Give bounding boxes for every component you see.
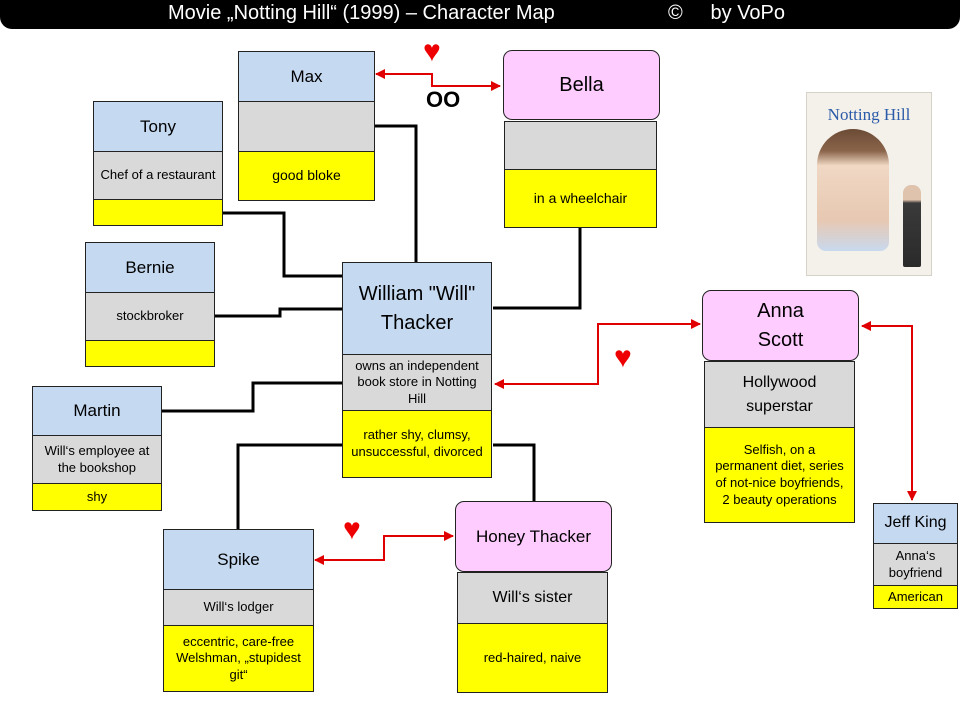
- wedding-rings-icon: OO: [426, 87, 461, 112]
- character-role-martin: Will‘s employee at the bookshop: [32, 435, 162, 484]
- character-role-spike: Will‘s lodger: [163, 589, 314, 626]
- character-role-jeff: Anna‘s boyfriend: [873, 543, 958, 586]
- character-name-jeff: Jeff King: [873, 503, 958, 544]
- character-role-honey: Will‘s sister: [457, 572, 608, 624]
- romance-will-anna: [494, 319, 701, 389]
- character-name-anna: Anna Scott: [702, 290, 859, 361]
- character-role-max: [238, 101, 375, 152]
- link-max-will: [374, 124, 418, 262]
- character-role-will: owns an independent book store in Nottin…: [342, 354, 492, 411]
- character-traits-jeff: American: [873, 585, 958, 609]
- heart-icon-spike-honey: ♥: [343, 513, 361, 546]
- character-role-tony: Chef of a restaurant: [93, 151, 223, 200]
- character-traits-honey: red-haired, naive: [457, 623, 608, 693]
- character-name-will: William "Will" Thacker: [342, 262, 492, 355]
- character-name-tony: Tony: [93, 101, 223, 152]
- character-name-bella: Bella: [503, 50, 660, 120]
- link-tony-will: [223, 211, 342, 278]
- character-traits-tony: [93, 199, 223, 226]
- link-bella-will: [493, 228, 582, 310]
- romance-max-bella: [375, 69, 501, 91]
- character-traits-will: rather shy, clumsy, unsuccessful, divorc…: [342, 410, 492, 478]
- character-traits-bella: in a wheelchair: [504, 169, 657, 228]
- character-traits-anna: Selfish, on a permanent diet, series of …: [704, 427, 855, 523]
- movie-poster-image: Notting Hill: [806, 92, 932, 276]
- poster-figure: [903, 185, 921, 267]
- character-name-martin: Martin: [32, 386, 162, 436]
- poster-portrait: [817, 129, 889, 251]
- heart-icon-max-bella: ♥: [423, 35, 441, 68]
- character-traits-spike: eccentric, care-free Welshman, „stupides…: [163, 625, 314, 692]
- character-role-bella: [504, 121, 657, 170]
- character-traits-martin: shy: [32, 483, 162, 511]
- character-name-max: Max: [238, 51, 375, 102]
- link-bernie-will: [215, 307, 342, 318]
- character-role-anna: Hollywood superstar: [704, 361, 855, 428]
- title-bar: Movie „Notting Hill“ (1999) – Character …: [0, 0, 960, 29]
- heart-icon-will-anna: ♥: [614, 341, 632, 374]
- romance-anna-jeff: [861, 321, 917, 501]
- character-traits-max: good bloke: [238, 151, 375, 201]
- character-name-spike: Spike: [163, 529, 314, 590]
- character-traits-bernie: [85, 340, 215, 367]
- link-spike-will: [236, 443, 342, 529]
- character-name-bernie: Bernie: [85, 242, 215, 293]
- character-role-bernie: stockbroker: [85, 292, 215, 341]
- character-name-honey: Honey Thacker: [455, 501, 612, 572]
- link-honey-will: [493, 443, 536, 501]
- link-martin-will: [162, 381, 342, 413]
- author-credit: © by VoPo: [668, 2, 786, 24]
- diagram-title: Movie „Notting Hill“ (1999) – Character …: [168, 2, 555, 24]
- poster-title: Notting Hill: [827, 105, 911, 124]
- romance-spike-honey: [314, 531, 454, 565]
